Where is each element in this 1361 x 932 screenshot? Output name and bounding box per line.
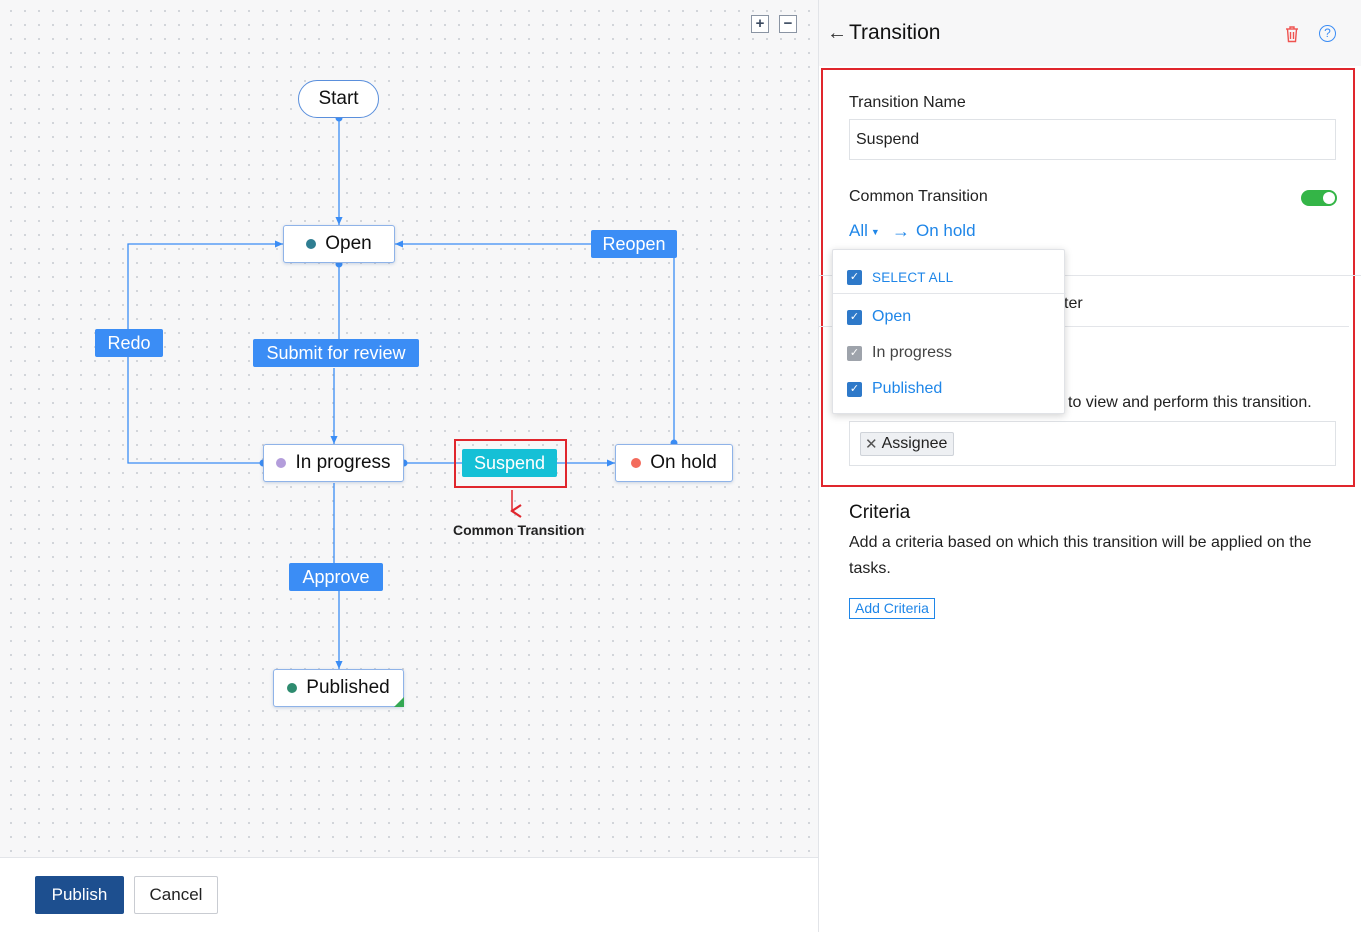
- criteria-description: Add a criteria based on which this trans…: [849, 534, 1312, 577]
- checkbox-checked-icon[interactable]: ✓: [847, 269, 862, 285]
- common-transition-caption: Common Transition: [453, 522, 585, 538]
- option-published[interactable]: ✓ Published: [833, 372, 1066, 406]
- state-open[interactable]: Open: [283, 225, 395, 263]
- transition-reopen[interactable]: Reopen: [591, 230, 677, 258]
- state-start[interactable]: Start: [298, 80, 379, 118]
- transition-name-input[interactable]: [849, 119, 1336, 160]
- zoom-out-button[interactable]: −: [779, 15, 797, 33]
- state-label: Published: [306, 677, 390, 698]
- divider: [819, 275, 1361, 276]
- state-label: Open: [325, 233, 372, 254]
- edge-reopen: [395, 240, 675, 444]
- state-on-hold[interactable]: On hold: [615, 444, 733, 482]
- transition-submit-for-review[interactable]: Submit for review: [253, 339, 419, 367]
- select-all-option[interactable]: ✓ SELECT ALL: [833, 260, 1066, 294]
- toggle-knob: [1323, 192, 1335, 204]
- cancel-button[interactable]: Cancel: [134, 876, 218, 914]
- close-icon[interactable]: ✕: [865, 436, 878, 453]
- transition-approve[interactable]: Approve: [289, 563, 383, 591]
- end-state-marker: [394, 697, 404, 707]
- back-arrow-icon[interactable]: ←: [827, 22, 847, 44]
- common-transition-toggle[interactable]: [1301, 190, 1337, 206]
- chip-label: Assignee: [881, 435, 948, 452]
- transition-name-label: Transition Name: [849, 94, 966, 111]
- footer-bar: Publish Cancel: [0, 857, 818, 932]
- state-label: In progress: [295, 452, 391, 473]
- from-states-dropdown: ✓ SELECT ALL ✓ Open ✓ In progress ✓ Publ…: [832, 249, 1066, 414]
- transition-redo[interactable]: Redo: [95, 329, 163, 357]
- status-dot: [287, 683, 298, 693]
- status-dot: [631, 458, 642, 468]
- assignee-chip[interactable]: ✕ Assignee: [860, 432, 955, 456]
- status-dot: [276, 458, 287, 468]
- state-label: Start: [318, 88, 359, 109]
- option-label: Open: [872, 308, 912, 325]
- arrow-right-icon: →: [892, 221, 910, 241]
- checkbox-disabled-icon: ✓: [847, 345, 862, 361]
- assignee-description: to view and perform this transition.: [1068, 394, 1312, 411]
- common-transition-label: Common Transition: [849, 188, 988, 205]
- transition-panel: ← Transition ? Transition Name Common Tr…: [818, 0, 1361, 932]
- panel-title: Transition: [849, 21, 941, 44]
- workflow-canvas[interactable]: + − Star: [0, 0, 818, 857]
- divider: [833, 293, 1066, 294]
- from-states-value: All: [849, 221, 868, 240]
- assignee-field[interactable]: ✕ Assignee: [849, 421, 1336, 466]
- panel-header: ← Transition ?: [819, 0, 1361, 66]
- from-states-select[interactable]: All▼: [849, 221, 880, 241]
- common-transition-highlight: [821, 68, 1355, 487]
- option-open[interactable]: ✓ Open: [833, 300, 1066, 334]
- partially-hidden-tab[interactable]: ter: [1064, 295, 1083, 312]
- state-in-progress[interactable]: In progress: [263, 444, 404, 482]
- help-icon[interactable]: ?: [1319, 25, 1336, 42]
- caret-down-icon: ▼: [870, 226, 880, 237]
- option-in-progress: ✓ In progress: [833, 336, 1066, 370]
- criteria-title: Criteria: [849, 502, 911, 523]
- suspend-highlight: [454, 439, 567, 488]
- state-label: On hold: [650, 452, 717, 473]
- checkbox-checked-icon[interactable]: ✓: [847, 309, 862, 325]
- divider: [819, 326, 1349, 327]
- to-state-value: On hold: [916, 221, 976, 240]
- status-dot: [306, 239, 317, 249]
- trash-icon[interactable]: [1284, 25, 1300, 43]
- add-criteria-button[interactable]: Add Criteria: [849, 598, 935, 619]
- zoom-in-button[interactable]: +: [751, 15, 769, 33]
- option-label: In progress: [872, 344, 953, 361]
- checkbox-checked-icon[interactable]: ✓: [847, 381, 862, 397]
- option-label: SELECT ALL: [872, 269, 954, 285]
- option-label: Published: [872, 380, 943, 397]
- transition-suspend[interactable]: Suspend: [462, 449, 557, 477]
- state-published[interactable]: Published: [273, 669, 404, 707]
- workflow-connectors: [127, 114, 678, 669]
- publish-button[interactable]: Publish: [35, 876, 124, 914]
